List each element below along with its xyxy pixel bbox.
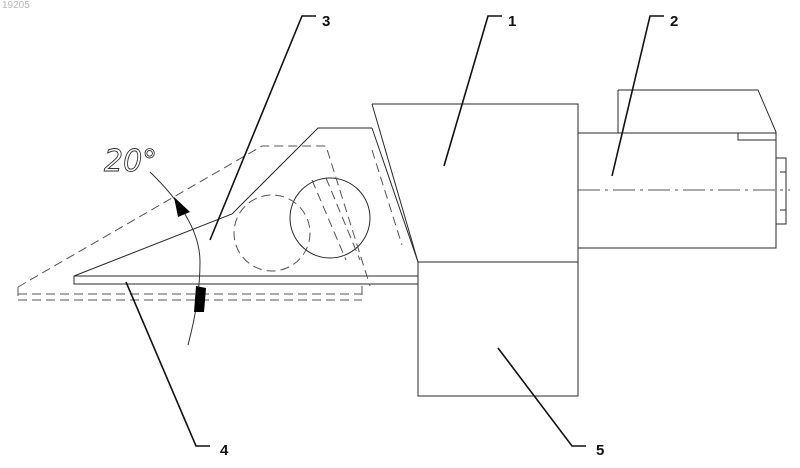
callout-3-label: 3 bbox=[322, 13, 330, 30]
callout-1-label: 1 bbox=[508, 13, 516, 30]
angle-label: 20° bbox=[104, 144, 157, 179]
callout-2-label: 2 bbox=[670, 13, 678, 30]
callout-2: 2 bbox=[612, 13, 678, 176]
alternate-position-outline bbox=[18, 146, 370, 300]
callout-3: 3 bbox=[210, 13, 330, 240]
callout-5: 5 bbox=[498, 348, 604, 459]
callout-4: 4 bbox=[126, 282, 229, 459]
angle-arrow-lower bbox=[194, 286, 206, 312]
callout-5-label: 5 bbox=[596, 442, 604, 459]
part-5-lower-block bbox=[418, 262, 578, 396]
part-1-main-block bbox=[372, 104, 578, 262]
angle-arrow-upper bbox=[174, 197, 190, 217]
callout-1: 1 bbox=[444, 13, 516, 166]
callout-4-label: 4 bbox=[220, 442, 229, 459]
part-2-rear-housing bbox=[578, 90, 790, 248]
